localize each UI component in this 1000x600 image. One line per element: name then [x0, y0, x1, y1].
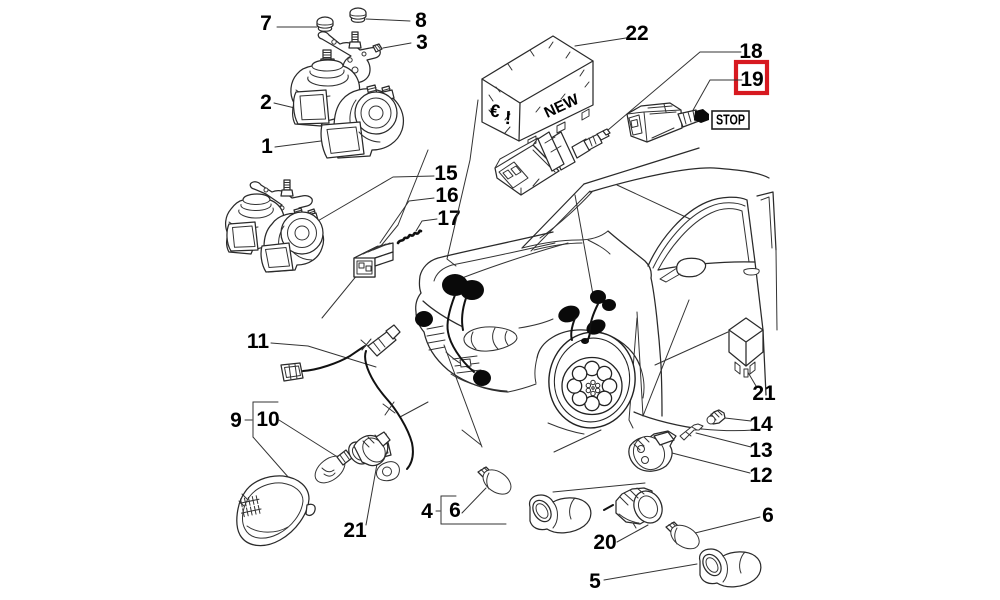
svg-text:9: 9: [230, 409, 242, 432]
svg-text:10: 10: [256, 408, 279, 431]
svg-text:!: !: [504, 108, 512, 129]
svg-text:18: 18: [739, 40, 763, 63]
svg-text:2: 2: [260, 91, 272, 114]
svg-text:€: €: [489, 100, 502, 121]
svg-text:19: 19: [740, 68, 763, 91]
svg-text:22: 22: [625, 22, 648, 45]
svg-text:1: 1: [261, 135, 273, 158]
svg-text:11: 11: [247, 330, 270, 353]
svg-text:7: 7: [260, 12, 272, 35]
svg-text:4: 4: [421, 500, 433, 523]
svg-text:16: 16: [435, 184, 458, 207]
svg-text:6: 6: [449, 499, 461, 522]
svg-text:5: 5: [589, 570, 601, 593]
svg-text:13: 13: [749, 439, 772, 462]
svg-text:17: 17: [437, 207, 460, 230]
svg-text:8: 8: [415, 9, 427, 32]
svg-text:3: 3: [416, 31, 428, 54]
svg-text:21: 21: [752, 382, 776, 405]
svg-text:14: 14: [749, 413, 773, 436]
svg-text:20: 20: [593, 531, 616, 554]
svg-text:STOP: STOP: [716, 113, 745, 129]
svg-text:6: 6: [762, 504, 774, 527]
svg-text:21: 21: [343, 519, 367, 542]
svg-text:15: 15: [434, 162, 458, 185]
svg-text:12: 12: [749, 464, 772, 487]
